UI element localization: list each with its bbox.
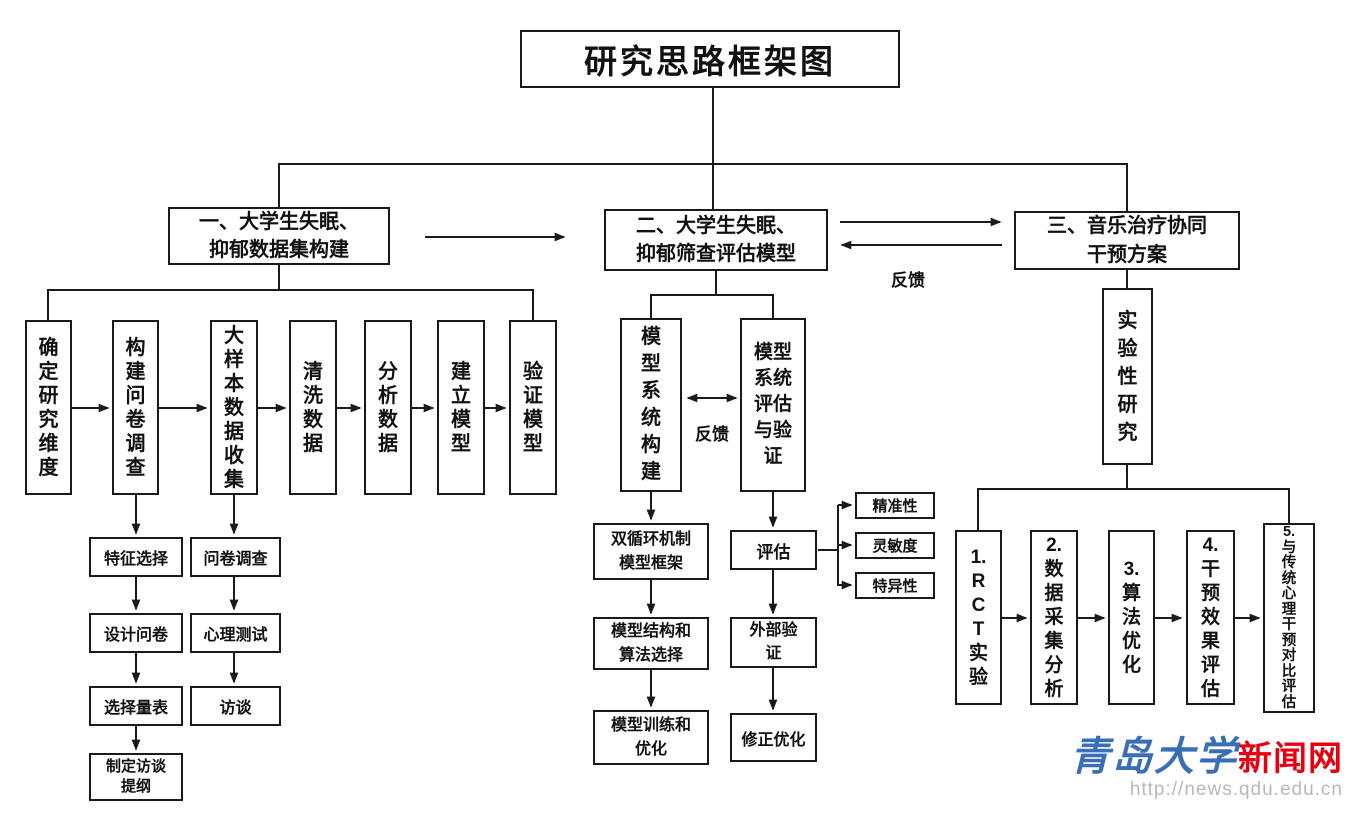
box-interview: 访谈: [190, 686, 281, 726]
metric-precision: 精准性: [855, 492, 935, 519]
box-revision-optimization: 修正优化: [730, 713, 817, 762]
box-model-construction: 模型系统构建: [620, 318, 682, 492]
feedback-label-top: 反馈: [891, 271, 925, 290]
box-design-questionnaire: 设计问卷: [89, 613, 183, 653]
box-experimental-research: 实验性研究: [1102, 288, 1153, 465]
step-data-collection-analysis: 2.数据采集分析: [1030, 530, 1078, 705]
step-comparison-traditional-therapy: 5.与传统心理干预对比评估: [1263, 523, 1315, 713]
site-logo-text: 青岛大学新闻网: [1070, 736, 1343, 778]
box-structure-algorithm: 模型结构和算法选择: [593, 617, 709, 670]
box-interview-outline: 制定访谈提纲: [89, 753, 183, 801]
step-algorithm-optimization: 3.算法优化: [1108, 530, 1155, 705]
box-external-validation: 外部验证: [730, 617, 817, 668]
step-validate-model: 验证模型: [509, 320, 557, 495]
branch3-header: 三、音乐治疗协同干预方案: [1014, 211, 1240, 270]
box-select-scales: 选择量表: [89, 686, 183, 726]
step-define-research-dimensions: 确定研究维度: [25, 320, 72, 495]
box-dual-loop-framework: 双循环机制模型框架: [593, 523, 709, 580]
branch1-header: 一、大学生失眠、抑郁数据集构建: [168, 207, 390, 265]
logo-site-name: 新闻网: [1238, 740, 1343, 778]
step-build-model: 建立模型: [437, 320, 485, 495]
box-model-evaluation: 模型系统评估与验证: [740, 318, 806, 492]
step-analyze-data: 分析数据: [364, 320, 412, 495]
diagram-title: 研究思路框架图: [520, 30, 900, 88]
box-questionnaire-survey: 问卷调查: [190, 537, 281, 577]
feedback-label-inner: 反馈: [695, 425, 729, 444]
step-clean-data: 清洗数据: [289, 320, 337, 495]
step-large-sample-collection: 大样本数据收集: [210, 320, 258, 495]
logo-university: 青岛大学: [1070, 734, 1238, 779]
step-intervention-effect-evaluation: 4.干预效果评估: [1186, 530, 1235, 705]
metric-specificity: 特异性: [855, 572, 935, 599]
box-psych-test: 心理测试: [190, 613, 281, 653]
site-logo: 青岛大学新闻网 http://news.qdu.edu.cn: [1070, 736, 1343, 800]
metric-sensitivity: 灵敏度: [855, 532, 935, 559]
step-rct-experiment: 1.RCT实验: [955, 530, 1002, 705]
branch2-header: 二、大学生失眠、抑郁筛查评估模型: [604, 209, 828, 271]
site-url: http://news.qdu.edu.cn: [1129, 779, 1343, 800]
step-build-questionnaire: 构建问卷调查: [112, 320, 159, 495]
box-feature-selection: 特征选择: [89, 537, 183, 577]
box-training-optimization: 模型训练和优化: [593, 710, 709, 765]
box-evaluation: 评估: [730, 530, 817, 570]
